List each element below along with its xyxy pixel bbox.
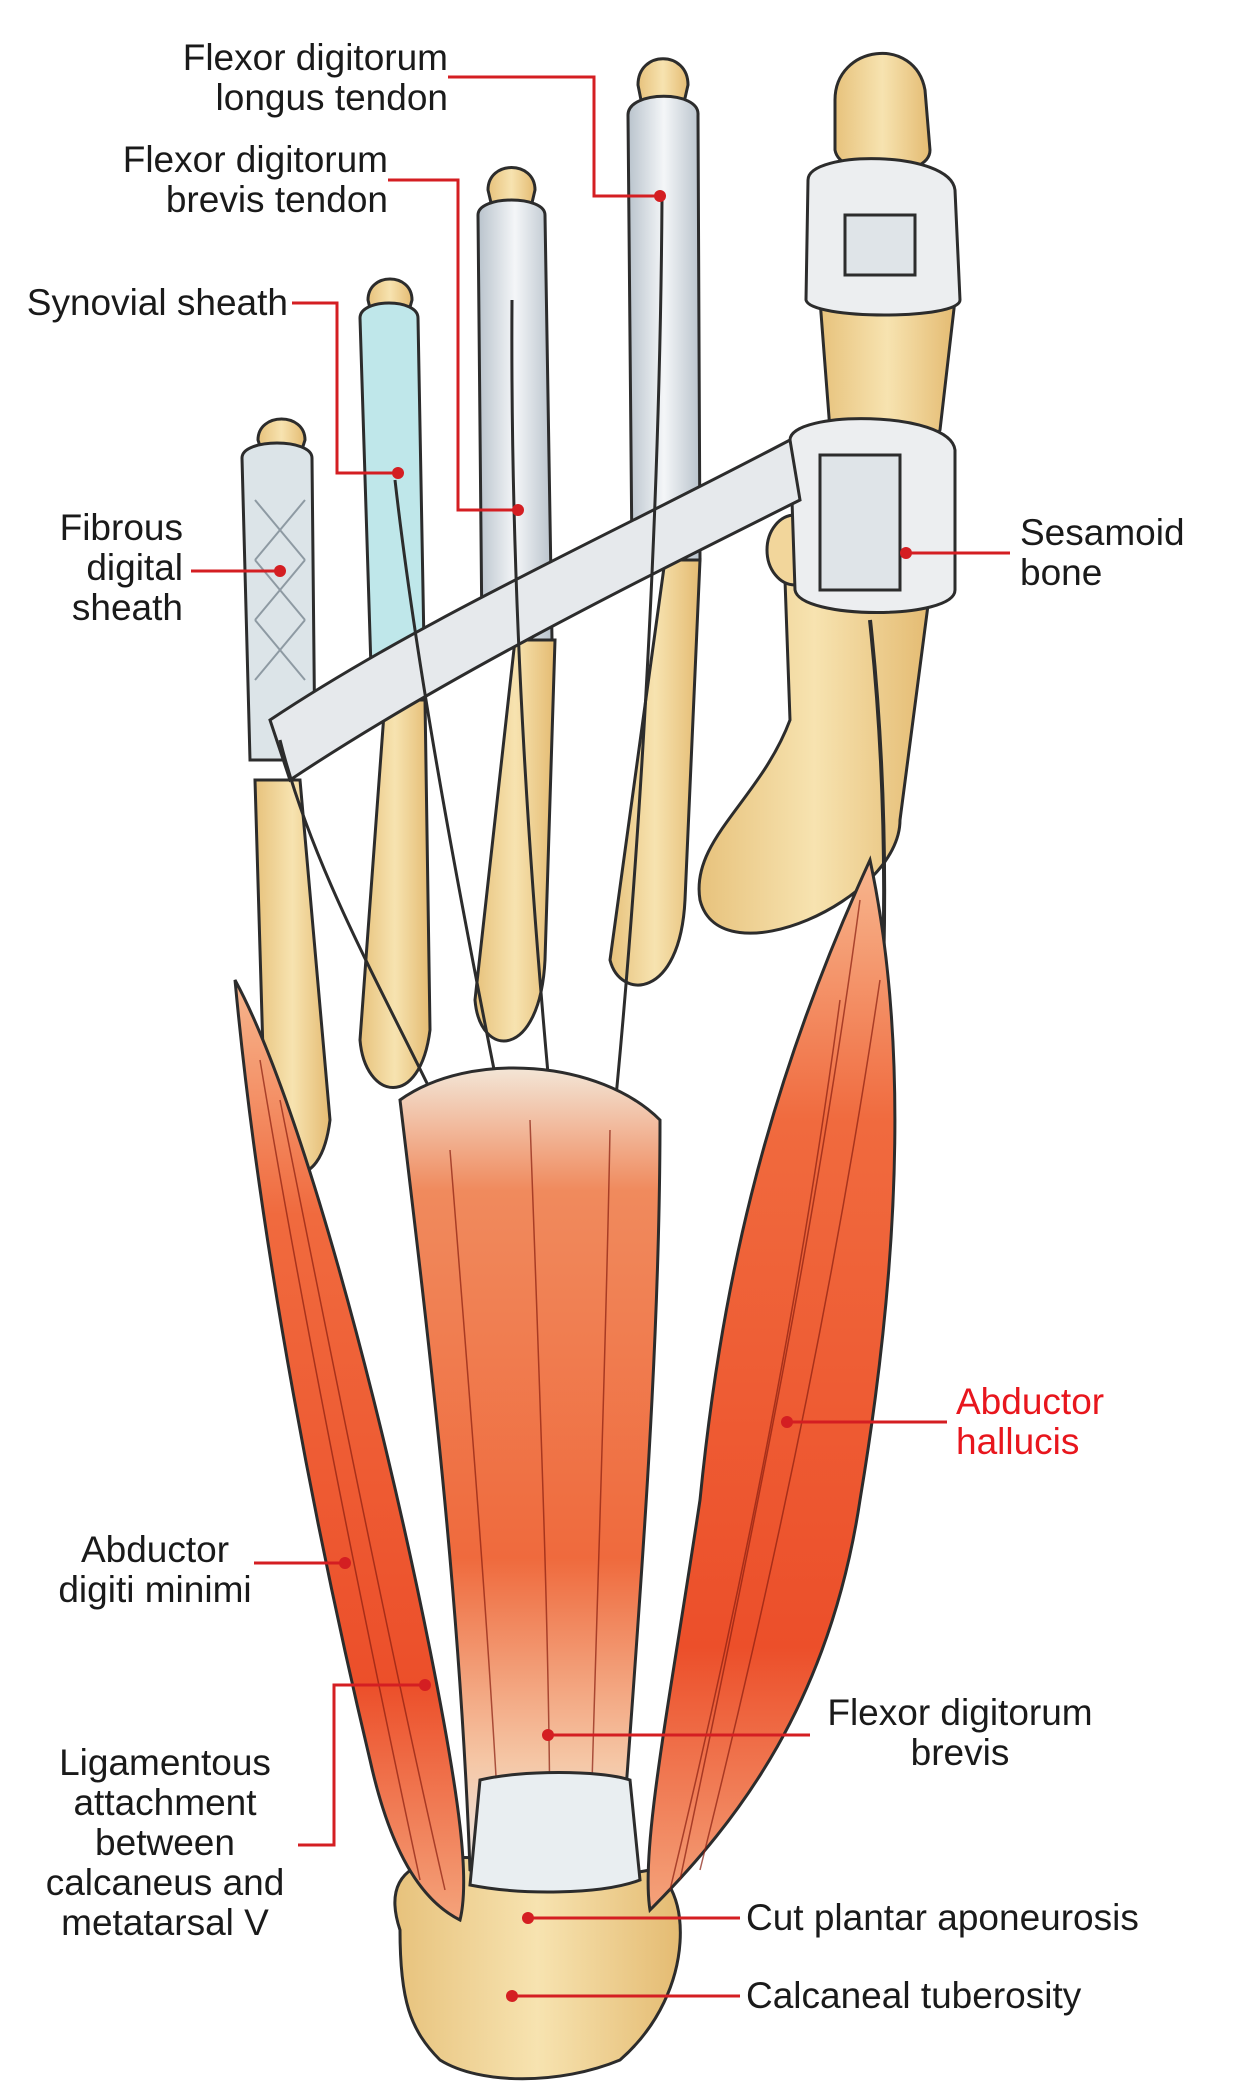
label-line: Cut plantar aponeurosis: [746, 1897, 1139, 1938]
great-toe-distal-phalanx: [833, 52, 932, 174]
label-cut-plantar-aponeurosis: Cut plantar aponeurosis: [746, 1898, 1139, 1938]
label-line: metatarsal V: [61, 1902, 269, 1943]
label-line: brevis: [910, 1732, 1010, 1773]
label-abductor-hallucis: Abductor hallucis: [956, 1382, 1104, 1462]
metatarsal-4: [358, 698, 432, 1089]
label-flexor-digitorum-brevis: Flexor digitorum brevis: [815, 1693, 1105, 1773]
label-line: Abductor: [956, 1381, 1105, 1422]
leader-dots: [274, 190, 912, 2002]
label-abductor-digiti-minimi: Abductor digiti minimi: [45, 1530, 265, 1610]
label-line: Ligamentous: [59, 1742, 271, 1783]
label-fdb-tendon: Flexor digitorum brevis tendon: [123, 140, 388, 220]
label-synovial-sheath: Synovial sheath: [27, 283, 288, 323]
leader-synovial-sheath: [292, 301, 398, 475]
label-line: Abductor: [80, 1529, 230, 1570]
label-line: Flexor digitorum: [182, 37, 448, 78]
label-line: digital: [86, 547, 183, 588]
label-calcaneal-tuberosity: Calcaneal tuberosity: [746, 1976, 1081, 2016]
label-line: sheath: [71, 587, 183, 628]
label-line: between: [95, 1822, 235, 1863]
label-line: calcaneus and: [45, 1862, 285, 1903]
label-line: hallucis: [956, 1421, 1080, 1462]
leader-fdl-tendon: [448, 75, 660, 198]
leader-ligamentous: [298, 1683, 425, 1847]
label-line: Sesamoid: [1020, 512, 1185, 553]
toe-tendons: [240, 94, 962, 762]
label-line: attachment: [73, 1782, 257, 1823]
label-line: brevis tendon: [165, 179, 388, 220]
metatarsal-2: [608, 558, 702, 987]
label-sesamoid-bone: Sesamoid bone: [1020, 513, 1185, 593]
label-line: Fibrous: [59, 507, 183, 548]
leader-fdb-tendon: [388, 178, 518, 512]
label-line: Flexor digitorum: [122, 139, 388, 180]
label-fdl-tendon: Flexor digitorum longus tendon: [183, 38, 448, 118]
label-ligamentous-attachment: Ligamentous attachment between calcaneus…: [40, 1743, 290, 1943]
muscle-fibres: [259, 899, 881, 1891]
label-line: Calcaneal tuberosity: [746, 1975, 1082, 2016]
leader-lines: [191, 75, 1010, 1998]
label-fibrous-digital-sheath: Fibrous digital sheath: [60, 508, 183, 628]
plantar-aponeurosis-stump: [468, 1771, 642, 1894]
label-line: digiti minimi: [58, 1569, 252, 1610]
label-line: longus tendon: [215, 77, 448, 118]
label-line: Synovial sheath: [26, 282, 288, 323]
label-line: bone: [1020, 552, 1103, 593]
metatarsal-3: [473, 638, 557, 1043]
deep-transverse-band: [268, 437, 802, 783]
abductor-hallucis-muscle: [646, 855, 897, 1914]
label-line: Flexor digitorum: [827, 1692, 1093, 1733]
